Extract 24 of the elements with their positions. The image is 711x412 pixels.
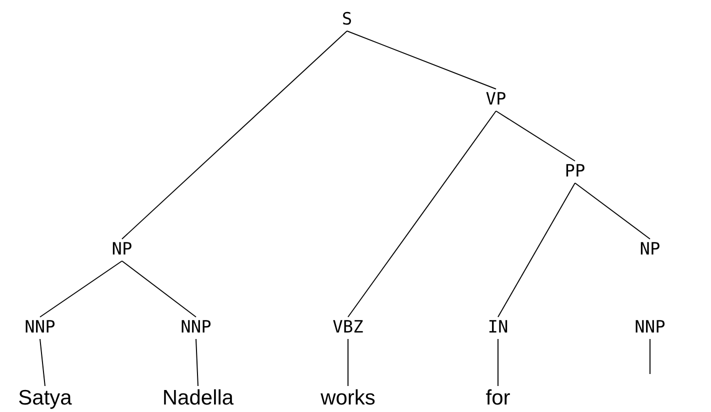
word-label: Nadella xyxy=(162,388,234,408)
tag-label: NP xyxy=(640,242,660,258)
word-label: works xyxy=(320,388,376,408)
tree-branch xyxy=(122,30,348,240)
tree-branch xyxy=(496,110,576,162)
tree-branch xyxy=(122,260,196,318)
tree-branch xyxy=(498,182,576,318)
tree-branch xyxy=(196,338,198,386)
word-label: Satya xyxy=(18,388,72,408)
tag-label: VP xyxy=(486,92,506,108)
tag-label: NP xyxy=(112,242,132,258)
word-label: for xyxy=(486,388,510,408)
tree-branch xyxy=(40,260,122,318)
tag-label: S xyxy=(342,12,352,28)
tag-label: PP xyxy=(564,164,586,180)
tree-branch xyxy=(40,338,46,386)
tag-label: NNP xyxy=(24,320,56,336)
tree-branch xyxy=(348,110,496,318)
tag-label: IN xyxy=(488,320,508,336)
tag-label: VBZ xyxy=(332,320,364,336)
tag-label: NNP xyxy=(634,320,666,336)
tree-branch xyxy=(574,182,650,240)
tree-branch xyxy=(346,30,496,90)
tag-label: NNP xyxy=(180,320,212,336)
